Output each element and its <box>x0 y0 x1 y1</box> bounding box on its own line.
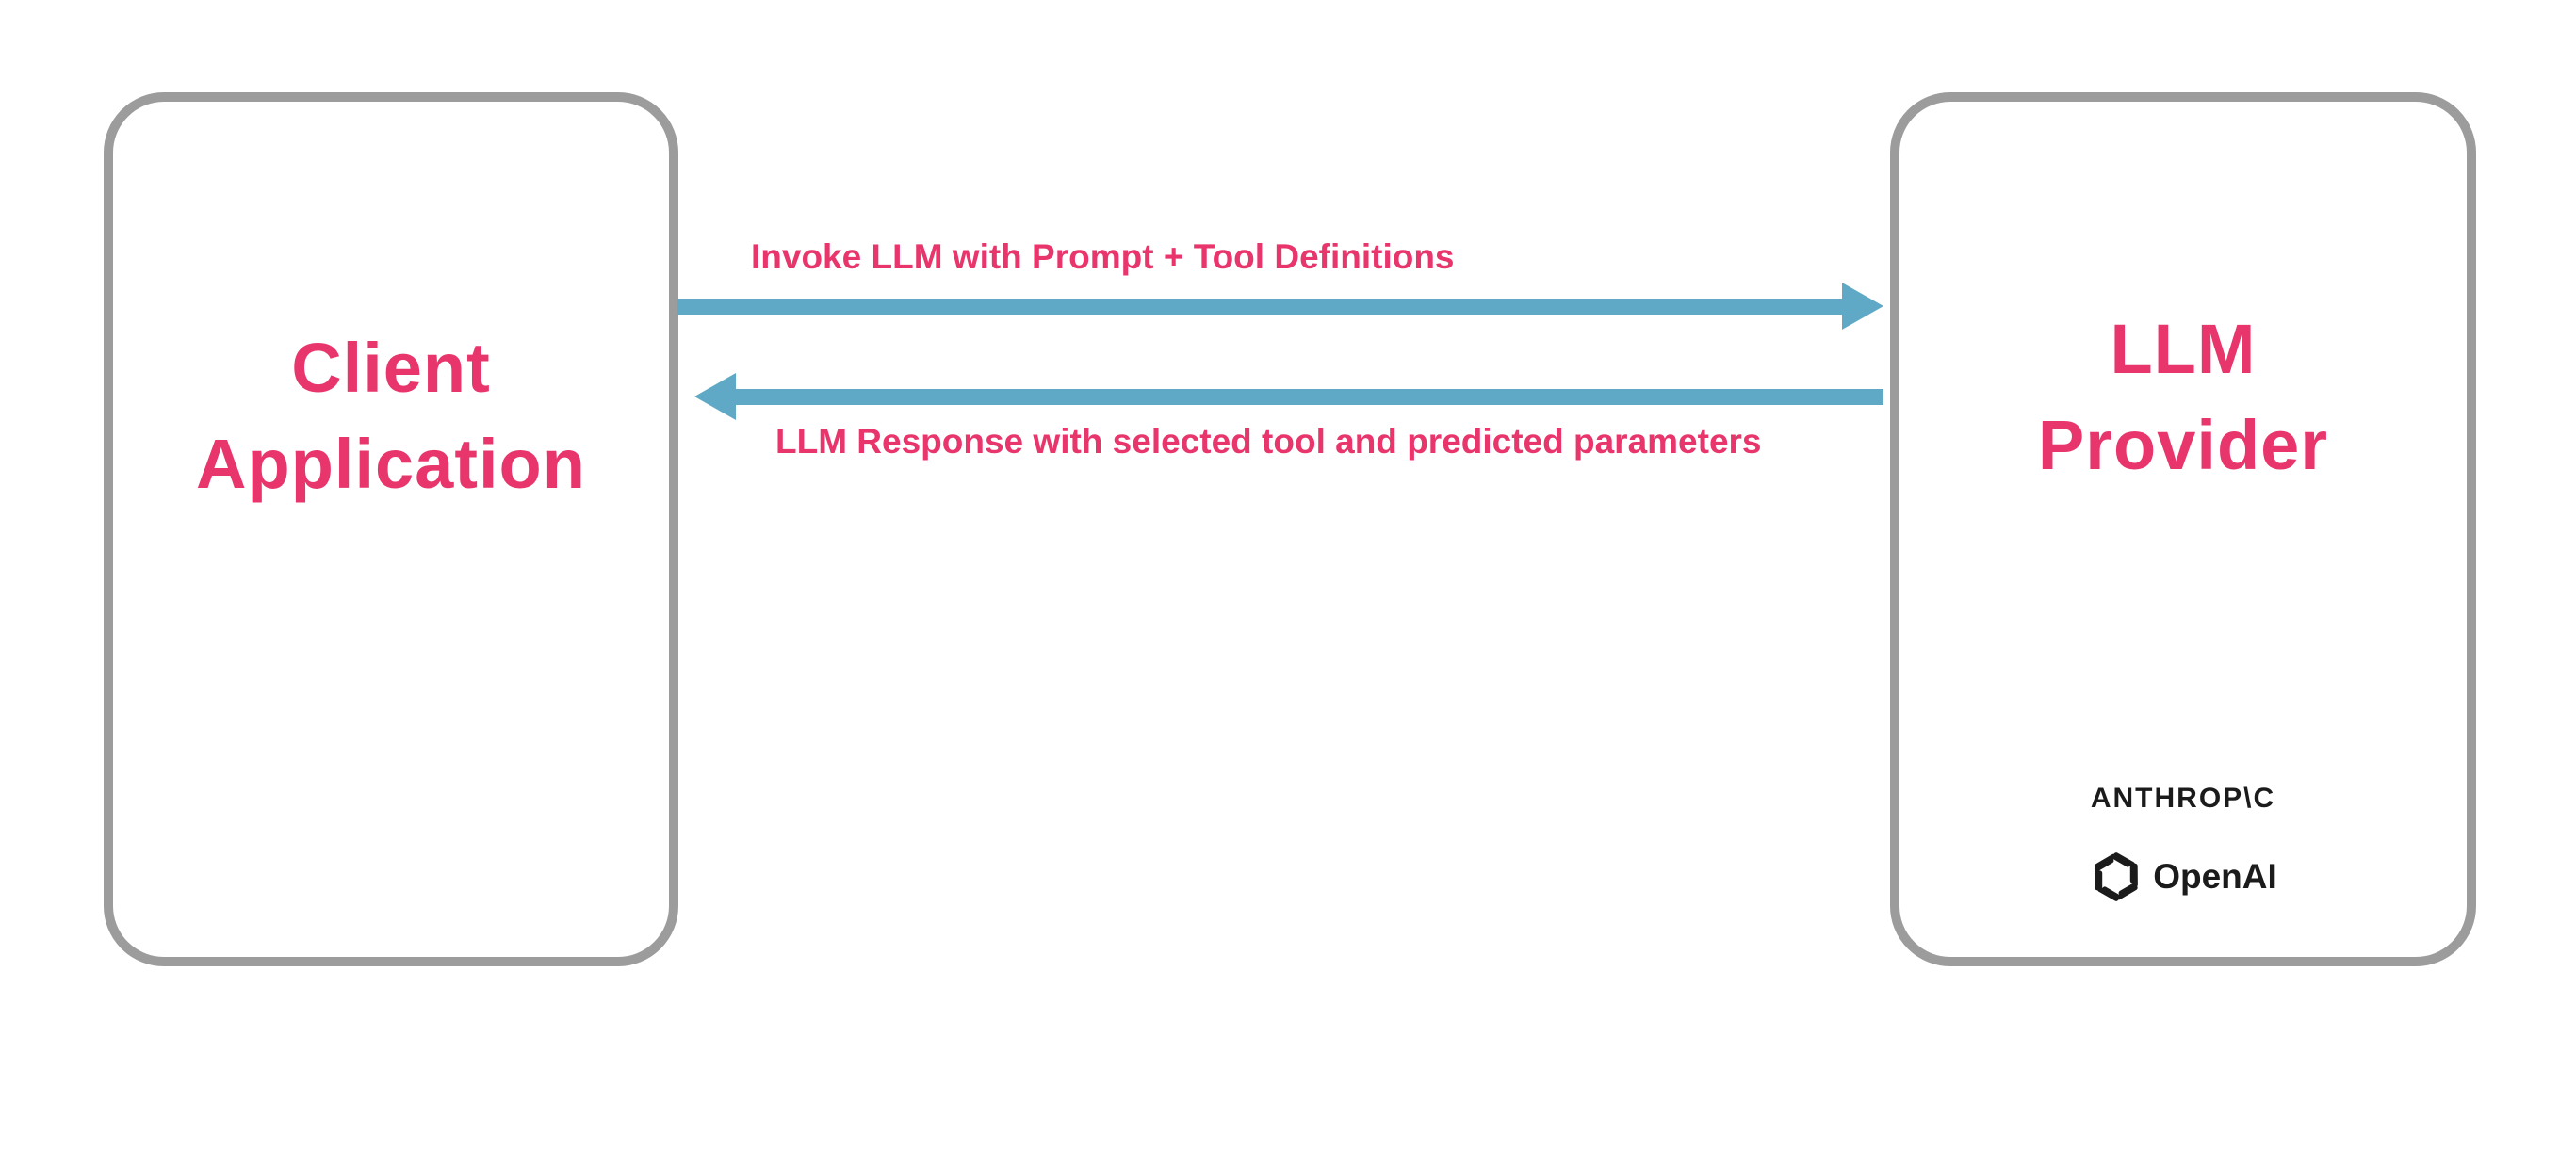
openai-logo: OpenAI <box>2089 850 2277 904</box>
client-box-title: Client Application <box>113 102 669 512</box>
client-title-line2: Application <box>196 425 586 503</box>
response-arrow-shaft <box>734 389 1883 405</box>
request-arrowhead-icon <box>1842 283 1883 330</box>
response-arrowhead-icon <box>694 373 736 420</box>
anthropic-logo: ANTHROP\C <box>2090 783 2276 814</box>
provider-title-line2: Provider <box>2037 406 2329 484</box>
request-arrow <box>677 283 1883 330</box>
openai-wordmark: OpenAI <box>2153 857 2277 896</box>
response-arrow <box>694 373 1883 420</box>
response-arrow-label: LLM Response with selected tool and pred… <box>775 422 1762 461</box>
llm-provider-box: LLM Provider ANTHROP\C OpenAI <box>1890 92 2476 966</box>
request-arrow-label: Invoke LLM with Prompt + Tool Definition… <box>751 237 1455 276</box>
request-arrow-shaft <box>677 299 1844 315</box>
client-application-box: Client Application <box>104 92 678 966</box>
provider-box-title: LLM Provider <box>1899 102 2467 494</box>
openai-logo-icon <box>2095 852 2139 901</box>
provider-title-line1: LLM <box>2110 310 2257 388</box>
client-title-line1: Client <box>291 329 491 407</box>
provider-logos: ANTHROP\C OpenAI <box>1899 782 2467 904</box>
